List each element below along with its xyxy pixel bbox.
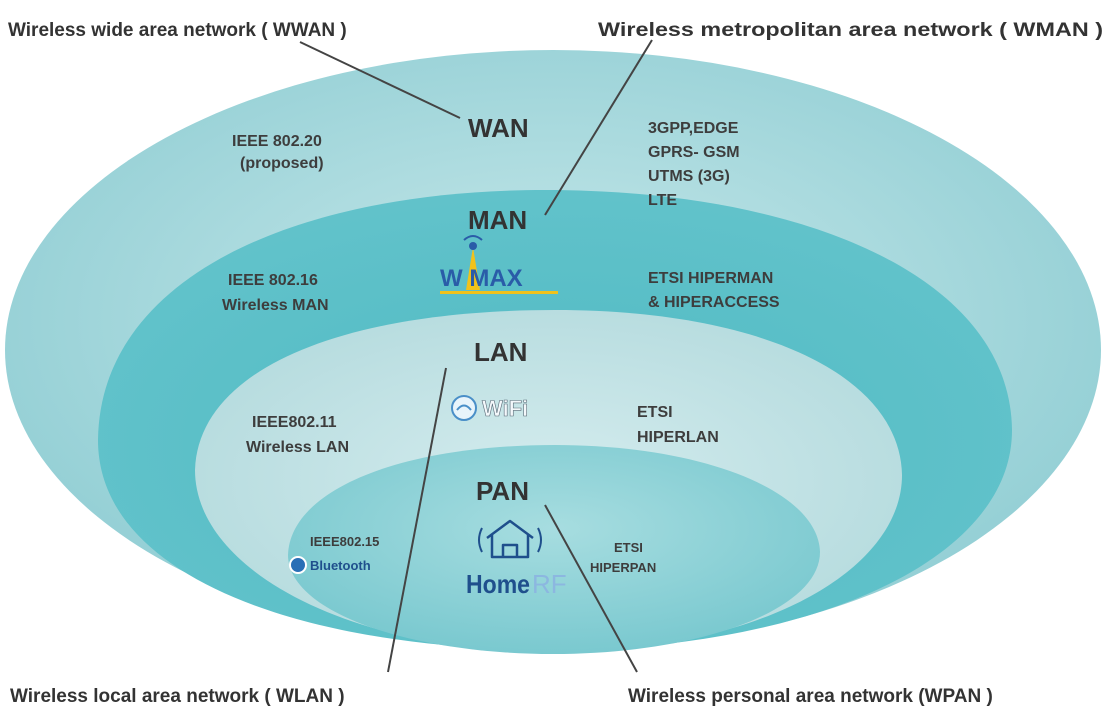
bluetooth-logo-text: Bluetooth: [310, 558, 371, 573]
house-bracket-left-icon: [478, 527, 483, 553]
wan-tech-line1: 3GPP,EDGE: [648, 120, 739, 137]
wifi-signal-icon: [456, 404, 472, 411]
lan-title: LAN: [474, 337, 527, 367]
man-standard-line1: IEEE 802.16: [228, 272, 318, 289]
wlan-pointer-line: [387, 367, 447, 673]
wimax-signal-icon: [463, 235, 483, 241]
pan-etsi-line1: ETSI: [614, 540, 643, 555]
house-icon: [486, 519, 534, 559]
wifi-logo: WiFi: [451, 395, 529, 421]
homerf-home-text: Home: [466, 569, 530, 599]
wimax-logo-text: W MAX: [440, 265, 523, 292]
pan-ring: [288, 445, 820, 654]
wlan-label: Wireless local area network ( WLAN ): [10, 686, 345, 707]
wifi-logo-text: WiFi: [482, 396, 528, 421]
pan-etsi-line2: HIPERPAN: [590, 560, 656, 575]
wan-standard-line2: (proposed): [240, 155, 324, 172]
homerf-rf-text: RF: [532, 569, 567, 599]
pan-standard-line1: IEEE802.15: [310, 534, 379, 549]
lan-standard-line1: IEEE802.11: [252, 414, 337, 431]
man-title: MAN: [468, 205, 527, 235]
wan-title: WAN: [468, 113, 529, 143]
man-etsi-line1: ETSI HIPERMAN: [648, 270, 773, 287]
wpan-pointer-line: [544, 504, 638, 673]
lan-etsi-line1: ETSI: [637, 404, 673, 421]
house-bracket-right-icon: [537, 527, 542, 553]
bluetooth-logo: Bluetooth: [289, 556, 371, 574]
wimax-antenna-icon: [469, 242, 477, 250]
wan-standard-line1: IEEE 802.20: [232, 133, 322, 150]
wwan-label: Wireless wide area network ( WWAN ): [8, 20, 347, 41]
man-standard-line2: Wireless MAN: [222, 297, 329, 314]
wimax-tower-icon: [466, 247, 480, 290]
wifi-icon: [451, 395, 477, 421]
wman-pointer-line: [544, 39, 653, 216]
lan-etsi-line2: HIPERLAN: [637, 429, 719, 446]
wwan-pointer-line: [299, 41, 461, 119]
wpan-label: Wireless personal area network (WPAN ): [628, 686, 993, 707]
man-etsi-line2: & HIPERACCESS: [648, 294, 780, 311]
wan-tech-line4: LTE: [648, 192, 677, 209]
homerf-logo: Home RF: [466, 519, 567, 599]
wan-tech-line3: UTMS (3G): [648, 168, 730, 185]
bluetooth-icon: [289, 556, 307, 574]
wimax-underline: [440, 291, 558, 294]
lan-standard-line2: Wireless LAN: [246, 439, 349, 456]
pan-title: PAN: [476, 476, 529, 506]
wimax-logo: W MAX: [440, 235, 558, 294]
wman-label: Wireless metropolitan area network ( WMA…: [598, 20, 1103, 41]
wan-tech-line2: GPRS- GSM: [648, 144, 740, 161]
